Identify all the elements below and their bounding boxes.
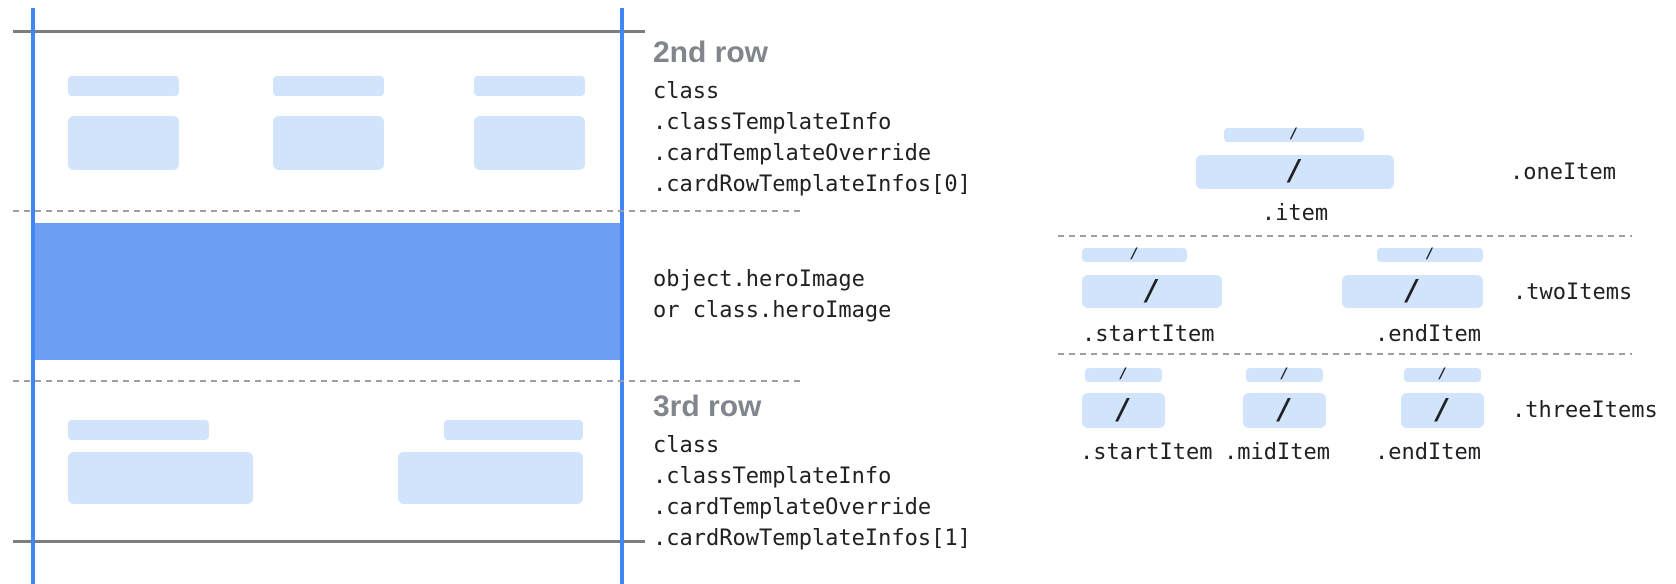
item-value-bar — [398, 452, 583, 504]
item-body-bar: / — [1196, 155, 1394, 189]
slash-glyph: / — [1130, 246, 1139, 262]
item-title-bar: / — [1404, 366, 1481, 382]
item-label-bar — [273, 76, 384, 96]
item-class-label: .startItem — [1080, 440, 1213, 465]
item-class-label: .item — [1261, 201, 1329, 226]
row2-heading: 2nd row — [653, 36, 769, 69]
row3-heading: 3rd row — [653, 390, 762, 423]
code-line: .cardRowTemplateInfos[1] — [653, 526, 971, 551]
card-top-border-line — [13, 30, 645, 33]
item-title-bar: / — [1085, 366, 1162, 382]
item-class-label: .endItem — [1375, 322, 1481, 347]
code-line: .cardTemplateOverride — [653, 141, 932, 166]
item-value-bar — [273, 116, 384, 170]
code-line: class — [653, 433, 720, 458]
card-bottom-border-line — [13, 540, 645, 543]
hero-code-block: object.heroImage or class.heroImage — [653, 264, 891, 326]
example-divider-dashed-line — [1058, 353, 1632, 355]
item-label-bar — [444, 420, 583, 440]
row3-code-block: class .classTemplateInfo .cardTemplateOv… — [653, 430, 971, 554]
slash-glyph: / — [1425, 246, 1435, 262]
item-value-bar — [474, 116, 585, 170]
item-class-label: .startItem — [1082, 322, 1215, 347]
code-line: object.heroImage — [653, 267, 865, 292]
left-guide-line — [31, 8, 35, 584]
item-title-bar: / — [1224, 126, 1364, 142]
slash-glyph: / — [1286, 154, 1304, 187]
code-line: .classTemplateInfo — [653, 464, 892, 489]
item-title-bar: / — [1082, 246, 1187, 262]
slash-glyph: / — [1438, 366, 1447, 382]
slash-glyph: / — [1289, 126, 1299, 142]
item-body-bar: / — [1342, 275, 1483, 308]
code-line: or class.heroImage — [653, 298, 892, 323]
right-guide-line — [620, 8, 624, 584]
slash-glyph: / — [1143, 273, 1161, 307]
row-class-label: .threeItems — [1512, 398, 1658, 423]
item-body-bar: / — [1401, 393, 1484, 428]
row2-code-block: class .classTemplateInfo .cardTemplateOv… — [653, 76, 971, 200]
slash-glyph: / — [1115, 392, 1132, 426]
item-class-label: .endItem — [1375, 440, 1481, 465]
item-label-bar — [68, 420, 209, 440]
code-line: .classTemplateInfo — [653, 110, 892, 135]
code-line: .cardRowTemplateInfos[0] — [653, 172, 971, 197]
item-label-bar — [474, 76, 585, 96]
item-body-bar: / — [1082, 393, 1165, 428]
slash-glyph: / — [1276, 392, 1293, 426]
item-body-bar: / — [1082, 275, 1222, 308]
item-label-bar — [68, 76, 179, 96]
row-class-label: .twoItems — [1513, 280, 1633, 305]
slash-glyph: / — [1280, 366, 1289, 382]
slash-glyph: / — [1119, 366, 1128, 382]
row-class-label: .oneItem — [1510, 160, 1616, 185]
slash-glyph: / — [1434, 392, 1451, 426]
row-divider-dashed-line — [13, 380, 803, 382]
item-title-bar: / — [1377, 246, 1483, 262]
pass-card-wireframe — [13, 8, 803, 584]
item-value-bar — [68, 452, 253, 504]
item-value-bar — [68, 116, 179, 170]
item-class-label: .midItem — [1224, 440, 1330, 465]
code-line: .cardTemplateOverride — [653, 495, 932, 520]
slash-glyph: / — [1404, 273, 1421, 307]
hero-image-band — [31, 223, 624, 360]
example-divider-dashed-line — [1058, 235, 1632, 237]
item-title-bar: / — [1246, 366, 1323, 382]
row-divider-dashed-line — [13, 210, 803, 212]
code-line: class — [653, 79, 720, 104]
item-body-bar: / — [1243, 393, 1326, 428]
